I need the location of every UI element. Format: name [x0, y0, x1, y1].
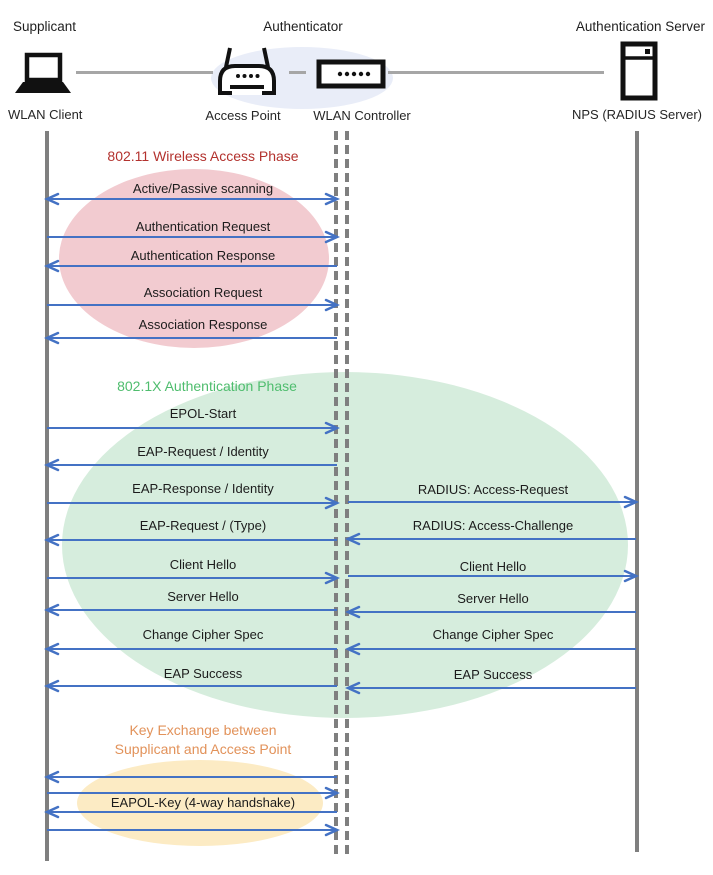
- arrowhead: [344, 681, 361, 695]
- connector-ap-controller: [289, 71, 306, 74]
- connector-controller-server: [388, 71, 604, 74]
- message-label: EAPOL-Key (4-way handshake): [110, 795, 296, 810]
- node-label-nps-radius-server: NPS (RADIUS Server): [571, 107, 703, 122]
- phase3-ellipse: [77, 760, 323, 846]
- wlan-controller-lifeline-b: [345, 131, 349, 855]
- arrowhead: [324, 298, 341, 312]
- message-label: Server Hello: [167, 589, 239, 604]
- arrowhead: [324, 421, 341, 435]
- arrowhead: [43, 679, 60, 693]
- message-label: Association Response: [138, 317, 268, 332]
- message-label: EPOL-Start: [169, 406, 237, 421]
- arrowhead: [344, 532, 361, 546]
- arrowhead: [324, 496, 341, 510]
- arrowhead: [324, 571, 341, 585]
- message-label: Change Cipher Spec: [142, 627, 264, 642]
- arrowhead: [43, 642, 60, 656]
- message-label: Change Cipher Spec: [432, 627, 554, 642]
- laptop-icon: [15, 52, 71, 93]
- arrowhead: [324, 192, 341, 206]
- arrowhead: [43, 192, 60, 206]
- message-label: EAP-Request / (Type): [139, 518, 267, 533]
- message-label: Client Hello: [459, 559, 527, 574]
- message-label: Client Hello: [169, 557, 237, 572]
- message-label: Server Hello: [457, 591, 529, 606]
- arrowhead: [43, 533, 60, 547]
- arrowhead: [324, 230, 341, 244]
- arrowhead: [324, 823, 341, 837]
- arrowhead: [43, 770, 60, 784]
- role-authenticator: Authenticator: [263, 19, 343, 34]
- server-icon: [620, 41, 658, 101]
- phase3-title: Key Exchange between Supplicant and Acce…: [114, 722, 292, 757]
- connector-client-ap: [76, 71, 213, 74]
- wlan-controller-icon: [316, 59, 386, 89]
- arrowhead: [43, 259, 60, 273]
- message-label: Active/Passive scanning: [132, 181, 274, 196]
- node-label-access-point: Access Point: [205, 108, 281, 123]
- message-label: RADIUS: Access-Request: [417, 482, 569, 497]
- arrowhead: [623, 569, 640, 583]
- arrowhead: [344, 605, 361, 619]
- arrowhead: [344, 642, 361, 656]
- message-label: RADIUS: Access-Challenge: [412, 518, 574, 533]
- wlan-client-lifeline: [45, 131, 49, 861]
- arrowhead: [324, 786, 341, 800]
- message-label: EAP-Response / Identity: [132, 481, 274, 496]
- wlan-controller-lifeline-a: [334, 131, 338, 855]
- access-point-icon: [218, 47, 276, 95]
- phase1-title: 802.11 Wireless Access Phase: [107, 148, 299, 164]
- message-label: EAP Success: [453, 667, 533, 682]
- node-label-wlan-controller: WLAN Controller: [313, 108, 411, 123]
- arrowhead: [43, 331, 60, 345]
- arrowhead: [43, 458, 60, 472]
- radius-server-lifeline: [635, 131, 639, 852]
- node-label-wlan-client: WLAN Client: [8, 107, 83, 122]
- role-authentication-server: Authentication Server: [575, 19, 705, 34]
- arrowhead: [43, 805, 60, 819]
- message-label: Authentication Response: [130, 248, 276, 263]
- message-label: Association Request: [143, 285, 263, 300]
- message-label: Authentication Request: [135, 219, 271, 234]
- arrowhead: [623, 495, 640, 509]
- phase2-title: 802.1X Authentication Phase: [117, 378, 297, 394]
- role-supplicant: Supplicant: [13, 19, 77, 34]
- message-label: EAP Success: [163, 666, 243, 681]
- message-label: EAP-Request / Identity: [137, 444, 269, 459]
- arrowhead: [43, 603, 60, 617]
